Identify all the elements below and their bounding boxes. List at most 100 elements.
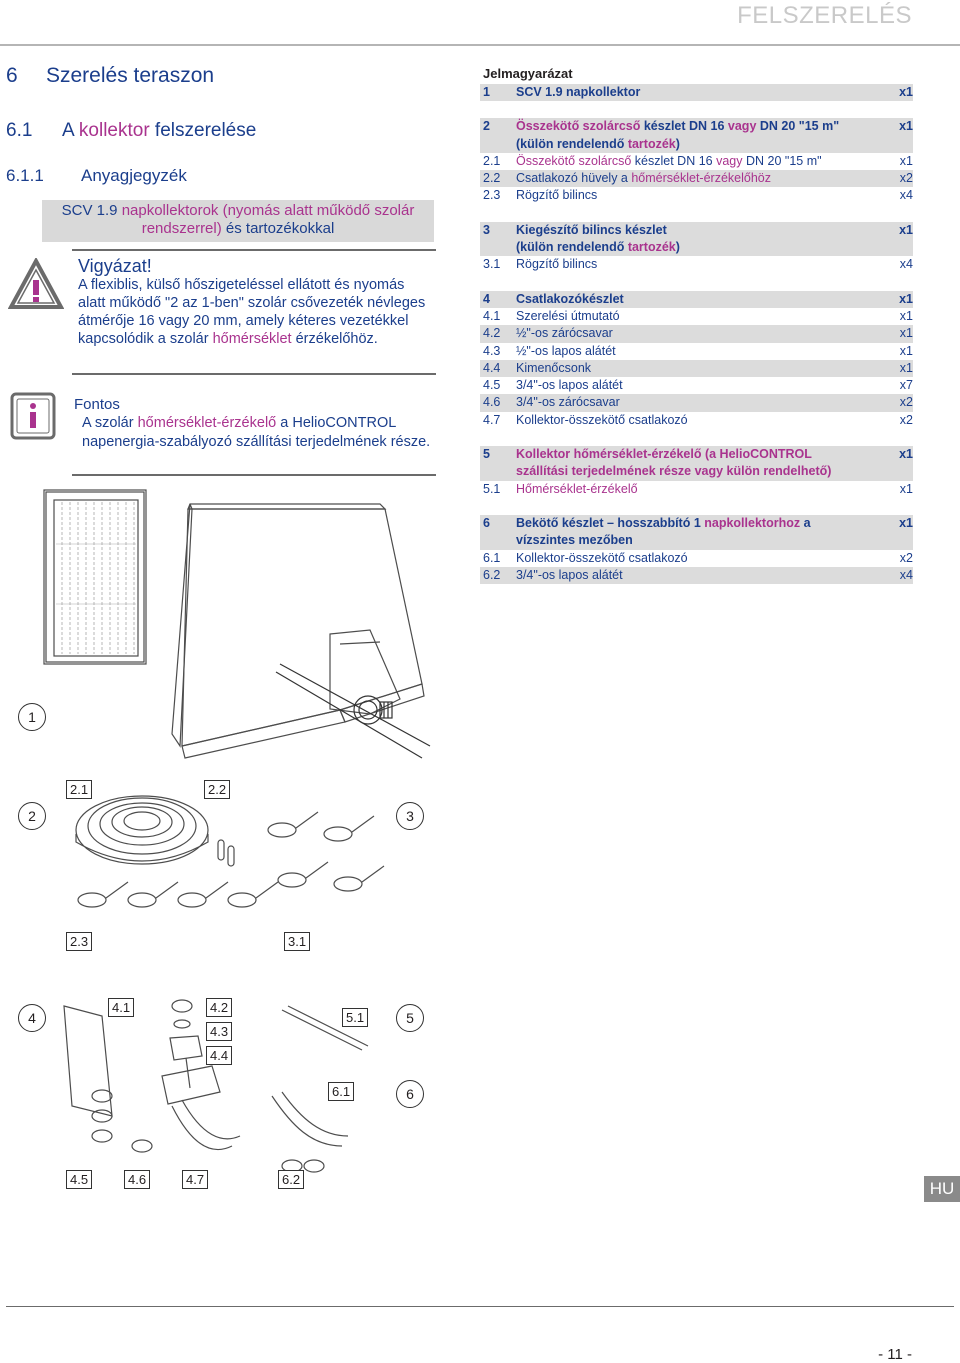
- tag-4-6: 4.6: [124, 1170, 151, 1189]
- warning-text-part: A flexiblis, külső hőszigeteléssel ellát…: [78, 277, 426, 347]
- legend-num: 2.3: [483, 188, 501, 203]
- parts-group-2-3-drawing: [75, 795, 385, 908]
- legend-text: Csatlakozókészlet: [516, 291, 624, 306]
- warning-bottom-rule: [72, 373, 436, 375]
- summary-text: és tartozékokkal: [225, 220, 335, 237]
- legend-num: 6: [483, 515, 490, 530]
- legend-title: Jelmagyarázat: [483, 66, 573, 81]
- legend-text: SCV 1.9 napkollektor: [516, 85, 641, 99]
- legend-qty: x2: [899, 550, 913, 565]
- legend-text-highlight: (a HelioCONTROL: [701, 447, 812, 462]
- info-heading: Fontos: [74, 396, 120, 413]
- legend-qty: x4: [899, 188, 913, 203]
- legend-num: 4.2: [483, 326, 501, 341]
- legend-row: 5 Kollektor hőmérséklet-érzékelő (a Helio…: [480, 446, 913, 481]
- subsection-title-highlight: kollektor: [78, 120, 150, 141]
- callout-5: 5: [396, 1004, 424, 1032]
- callout-6: 6: [396, 1080, 424, 1108]
- legend-text-highlight: Kollektor: [516, 447, 574, 462]
- page-number: - 11 -: [878, 1346, 912, 1363]
- warning-text-highlight: hőmérséklet: [212, 331, 292, 347]
- legend-qty: x1: [899, 291, 913, 306]
- legend-num: 5.1: [483, 481, 501, 496]
- summary-text-highlight: rendszerrel): [141, 220, 226, 237]
- legend-text-part: (külön rendelendő: [516, 136, 628, 151]
- legend-text-highlight: Összekötő szolárcső: [516, 119, 641, 134]
- legend-text: Összekötő szolárcső készlet DN 16 vagy D…: [516, 153, 881, 170]
- page-header-title: FELSZERELÉS: [737, 2, 912, 29]
- legend-qty: x1: [899, 222, 913, 237]
- legend-text-highlight: rendelhető: [763, 464, 828, 479]
- legend-qty: x1: [899, 481, 913, 496]
- callout-1: 1: [18, 703, 46, 731]
- legend-text-part: készlet DN 16: [631, 153, 717, 168]
- tag-2-2: 2.2: [204, 780, 231, 799]
- legend-text: 3/4"-os lapos alátét: [516, 567, 623, 582]
- legend-text-part: ): [675, 240, 680, 255]
- legend-qty: x7: [899, 378, 913, 393]
- parts-group-4-5-6-drawing: [63, 999, 369, 1173]
- legend-row: 6 Bekötő készlet – hosszabbító 1 napkolle…: [480, 514, 913, 550]
- tag-4-5: 4.5: [66, 1170, 93, 1189]
- legend-num: 3.1: [483, 257, 501, 272]
- warning-text-part: érzékelőhöz.: [291, 331, 378, 347]
- legend-qty: x4: [899, 257, 913, 272]
- legend-qty: x1: [899, 85, 913, 99]
- legend-text-part: Csatlakozó hüvely a: [516, 171, 632, 186]
- tag-5-1: 5.1: [342, 1008, 369, 1027]
- legend-text-highlight: tartozék: [627, 136, 676, 151]
- legend-qty: x1: [899, 153, 913, 168]
- legend-row: 1 SCV 1.9 napkollektor x1: [480, 84, 913, 102]
- callout-2: 2: [18, 802, 46, 830]
- legend-text: 3/4"-os zárócsavar: [516, 395, 620, 410]
- legend-num: 4.3: [483, 343, 501, 358]
- tag-4-3: 4.3: [206, 1022, 233, 1041]
- legend-text-highlight: vagy: [716, 153, 743, 168]
- legend-text: Kollektor hőmérséklet-érzékelő (a HelioC…: [516, 446, 881, 481]
- subsection-number: 6.1: [6, 120, 33, 141]
- legend-text-part: Bekötő készlet – hosszabbító 1: [516, 515, 705, 530]
- legend-text-part: DN 20 "15 m": [742, 153, 822, 168]
- tag-2-1: 2.1: [66, 780, 93, 799]
- legend-text: Bekötő készlet – hosszabbító 1 napkollek…: [516, 515, 881, 550]
- legend-text-part: készlet DN 16: [640, 119, 728, 134]
- legend-text-part: DN 20 "15 m": [756, 119, 840, 134]
- legend-qty: x2: [899, 412, 913, 427]
- summary-text: SCV 1.9: [61, 202, 122, 219]
- legend-text: Összekötő szolárcső készlet DN 16 vagy D…: [516, 118, 881, 153]
- tag-4-1: 4.1: [108, 998, 135, 1017]
- legend-text: Hőmérséklet-érzékelő: [516, 481, 638, 496]
- legend-text-highlight: hőmérséklet-érzékelő: [573, 447, 702, 462]
- parts-group-2-3: [42, 780, 438, 960]
- subsubsection-title: Anyagjegyzék: [81, 166, 187, 185]
- legend-num: 5: [483, 447, 490, 462]
- legend-qty: x1: [899, 515, 913, 530]
- warning-top-rule: [72, 249, 436, 251]
- legend-text: 3/4"-os lapos alátét: [516, 378, 623, 393]
- tag-3-1: 3.1: [284, 932, 311, 951]
- warning-text: A flexiblis, külső hőszigeteléssel ellát…: [78, 276, 433, 348]
- tag-2-3: 2.3: [66, 932, 93, 951]
- legend-num: 3: [483, 222, 490, 237]
- legend-text-highlight: tartozék: [627, 240, 676, 255]
- legend-text-part: a: [800, 515, 811, 530]
- info-text-highlight: hőmérséklet-érzékelő: [137, 415, 277, 431]
- legend-text: Kimenőcsonk: [516, 360, 592, 375]
- info-text: A szolár hőmérséklet-érzékelő a HelioCON…: [82, 414, 434, 451]
- tag-6-2: 6.2: [278, 1170, 305, 1189]
- legend-num: 1: [483, 85, 490, 99]
